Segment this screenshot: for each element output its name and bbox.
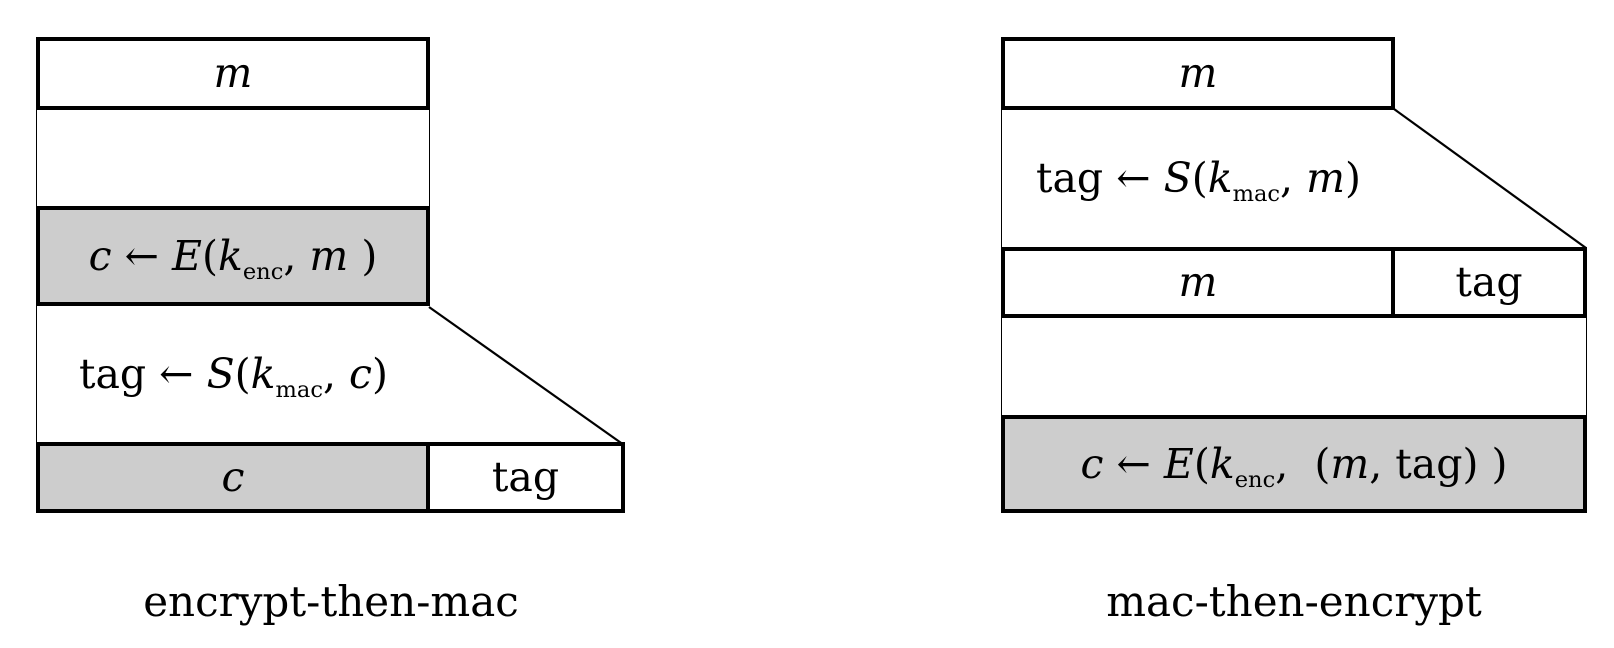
- mte-message-label: m: [1178, 49, 1218, 97]
- etm-ciphertext-box: c: [36, 442, 430, 513]
- mte-caption: mac-then-encrypt: [1106, 577, 1482, 626]
- etm-caption: encrypt-then-mac: [143, 577, 519, 626]
- etm-gap-region: [36, 110, 430, 206]
- etm-tag-box: tag: [426, 442, 625, 513]
- etm-message-box: m: [36, 37, 430, 110]
- mte-encrypt-formula: c ← E(kenc, (m, tag) ): [1080, 440, 1508, 494]
- etm-tag-label: tag: [491, 453, 560, 501]
- etm-encrypt-formula: c ← E(kenc, m ): [88, 232, 378, 286]
- mte-encrypt-box: c ← E(kenc, (m, tag) ): [1001, 415, 1587, 513]
- mte-message-box: m: [1001, 37, 1395, 110]
- etm-message-label: m: [213, 49, 253, 97]
- mte-mac-formula: tag ← S(kmac, m): [1036, 154, 1361, 208]
- etm-diagonal-line: [428, 306, 625, 446]
- mte-mac-region: tag ← S(kmac, m): [1001, 110, 1395, 247]
- etm-mac-formula: tag ← S(kmac, c): [78, 350, 389, 404]
- mte-row-tag-label: tag: [1455, 258, 1523, 306]
- mte-gap-region: [1001, 318, 1587, 415]
- mte-row-tag-box: tag: [1391, 247, 1587, 318]
- etm-encrypt-box: c ← E(kenc, m ): [36, 206, 430, 306]
- mte-diagonal-line: [1393, 108, 1587, 249]
- mte-row-message-label: m: [1178, 258, 1218, 306]
- etm-ciphertext-label: c: [221, 453, 245, 501]
- mte-row-message-box: m: [1001, 247, 1395, 318]
- etm-mac-region: tag ← S(kmac, c): [36, 306, 430, 442]
